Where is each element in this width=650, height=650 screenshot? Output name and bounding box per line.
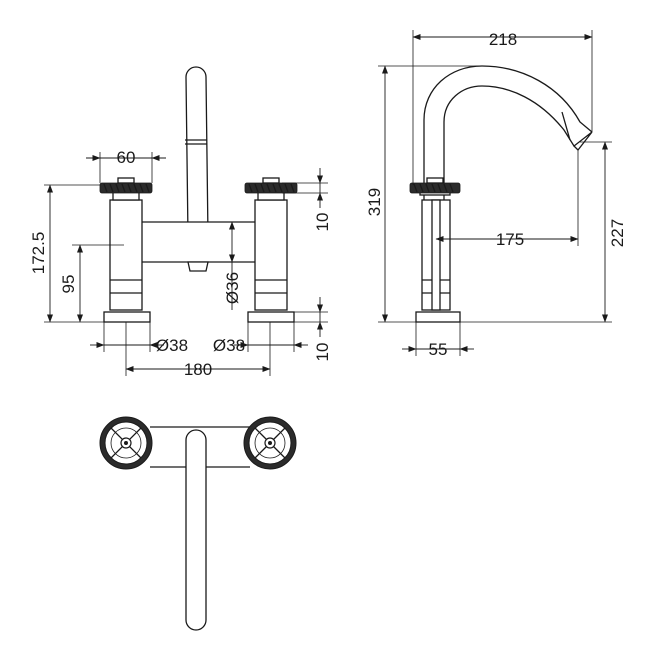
dim-95: 95 <box>59 244 124 323</box>
front-left-handle <box>99 177 153 194</box>
front-bridge-body <box>124 221 269 263</box>
dim-60-label: 60 <box>117 148 136 167</box>
top-right-handle <box>243 416 297 470</box>
dim-172-5-label: 172.5 <box>29 232 48 275</box>
dim-dia-38-left: Ø38 <box>90 322 188 355</box>
dim-55: 55 <box>402 322 474 359</box>
dim-227: 227 <box>460 141 627 323</box>
dim-172-5: 172.5 <box>29 184 104 323</box>
dim-60: 60 <box>86 148 166 183</box>
front-left-base <box>103 311 151 323</box>
dim-10-bottom: 10 <box>294 297 332 361</box>
top-view <box>99 416 297 631</box>
top-spout <box>185 429 207 631</box>
side-spout-outer <box>423 65 593 200</box>
dim-218-label: 218 <box>489 30 517 49</box>
side-view: 218 319 175 227 55 <box>365 30 627 359</box>
front-outlet <box>187 261 209 272</box>
side-spout-tip <box>573 131 593 151</box>
front-spout-pipe <box>185 66 209 238</box>
top-left-handle <box>99 416 153 470</box>
dim-175-label: 175 <box>496 230 524 249</box>
dim-55-label: 55 <box>429 340 448 359</box>
front-right-base <box>247 311 295 323</box>
dim-10-bottom-label: 10 <box>313 343 332 362</box>
dim-10-top-label: 10 <box>313 213 332 232</box>
dim-218: 218 <box>412 30 593 185</box>
dim-dia-36: Ø36 <box>223 221 242 310</box>
side-handle <box>409 177 461 194</box>
side-spout-inner <box>443 85 575 200</box>
dim-319: 319 <box>365 65 480 323</box>
dim-dia-38-right: Ø38 <box>213 322 308 355</box>
side-base <box>415 311 461 323</box>
dim-10-top: 10 <box>282 168 332 231</box>
dim-95-label: 95 <box>59 275 78 294</box>
dim-dia-38-left-label: Ø38 <box>156 336 188 355</box>
dim-175: 175 <box>435 150 579 249</box>
dim-dia-38-right-label: Ø38 <box>213 336 245 355</box>
front-left-valve-body <box>109 199 143 311</box>
front-right-handle <box>244 177 298 194</box>
dim-dia-36-label: Ø36 <box>223 272 242 304</box>
dim-180-label: 180 <box>184 360 212 379</box>
dim-180: 180 <box>125 322 271 379</box>
dim-227-label: 227 <box>608 219 627 247</box>
front-view: 60 172.5 95 10 Ø36 <box>29 66 332 379</box>
dim-319-label: 319 <box>365 188 384 216</box>
